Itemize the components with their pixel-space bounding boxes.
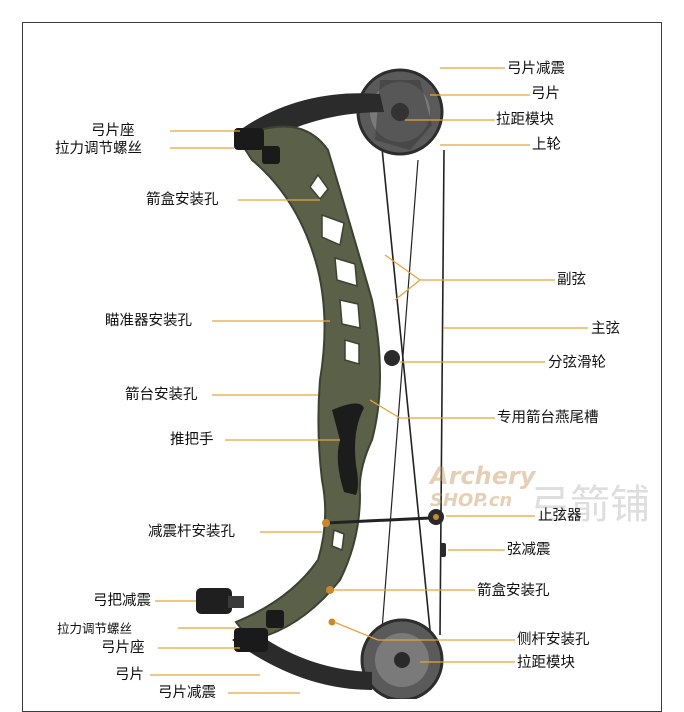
label-draw-weight-screw-upper: 拉力调节螺丝: [55, 141, 142, 157]
bow-strings: [379, 127, 445, 651]
main-string: [379, 127, 433, 651]
string-damper-illustration: [440, 543, 446, 557]
mount-holes: [322, 519, 336, 626]
upper-cam-illustration: [356, 68, 444, 156]
label-quiver-mount-upper: 箭盒安装孔: [146, 192, 219, 208]
upper-limb-pocket: [234, 128, 280, 164]
label-draw-module-lower: 拉距模块: [517, 655, 575, 671]
label-cable-slide: 分弦滑轮: [548, 355, 606, 371]
lower-cam-illustration: [360, 618, 444, 699]
label-quiver-mount-lower: 箭盒安装孔: [477, 583, 550, 599]
label-limb-upper: 弓片: [531, 86, 560, 102]
label-stabilizer-mount: 减震杆安装孔: [148, 524, 235, 540]
label-limb-damper-upper: 弓片减震: [507, 61, 565, 77]
label-buss-cable: 副弦: [557, 272, 586, 288]
string-stop-illustration: [325, 509, 444, 525]
label-bowstring: 主弦: [591, 321, 620, 337]
cable-slide-illustration: [384, 350, 400, 366]
label-draw-module-upper: 拉距模块: [496, 112, 554, 128]
label-side-rod-mount: 侧杆安装孔: [517, 632, 590, 648]
grip-illustration: [332, 403, 364, 495]
label-rest-dovetail: 专用箭台燕尾槽: [497, 410, 599, 426]
label-grip: 推把手: [170, 432, 214, 448]
label-string-damper: 弦减震: [507, 542, 551, 558]
label-limb-damper-lower: 弓片减震: [158, 685, 216, 701]
secondary-string: [381, 159, 419, 631]
label-limb-lower: 弓片: [115, 667, 144, 683]
riser-cutouts: [309, 173, 361, 552]
limb-damper-illustration: [196, 588, 244, 614]
leader-lines: [150, 67, 588, 694]
label-string-stop: 止弦器: [538, 508, 582, 524]
label-draw-weight-screw-lower: 拉力调节螺丝: [57, 621, 133, 636]
label-upper-cam: 上轮: [532, 137, 561, 153]
riser-illustration: [234, 125, 381, 642]
main-string-2: [439, 149, 445, 636]
label-rest-mount: 箭台安装孔: [125, 387, 198, 403]
label-sight-mount: 瞄准器安装孔: [105, 313, 192, 329]
lower-limb-pocket: [234, 610, 284, 652]
label-limb-pocket-lower: 弓片座: [101, 640, 145, 656]
label-limb-pocket-upper: 弓片座: [91, 123, 135, 139]
label-riser-damper: 弓把减震: [93, 593, 151, 609]
